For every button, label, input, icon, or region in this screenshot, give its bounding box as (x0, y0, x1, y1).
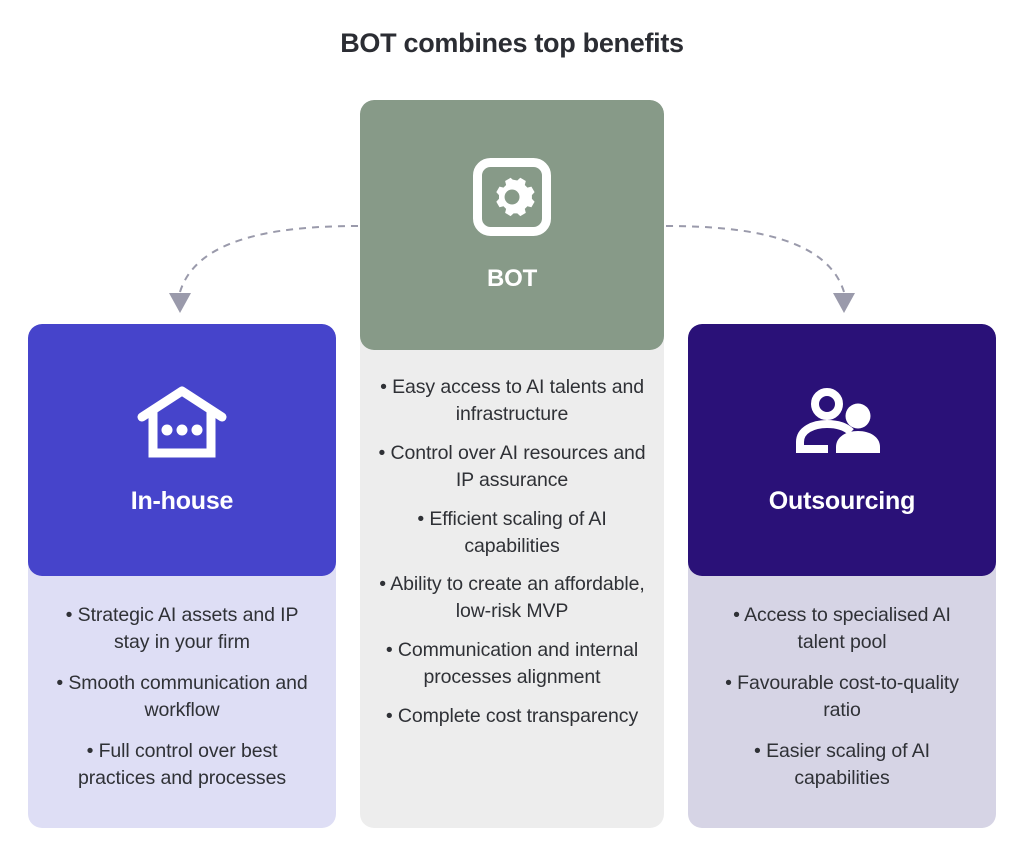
list-item: • Favourable cost-to-quality ratio (725, 671, 959, 721)
list-item: • Ability to create an affordable, low-r… (379, 573, 645, 623)
house-icon (136, 385, 228, 461)
card-outsourcing-bullets: • Access to specialised AI talent pool •… (688, 576, 996, 791)
arrow-bot-to-inhouse-path (179, 225, 359, 293)
list-item: • Full control over best practices and p… (78, 739, 286, 789)
arrow-bot-to-outsourcing-head (833, 293, 855, 313)
card-bot-label: BOT (486, 265, 538, 292)
card-outsourcing-header: Outsourcing (688, 324, 996, 576)
list-item: • Efficient scaling of AI capabilities (417, 507, 607, 557)
card-inhouse-header: In-house (28, 324, 336, 576)
card-outsourcing[interactable]: Outsourcing • Access to specialised AI t… (688, 324, 996, 828)
arrow-bot-to-inhouse-head (169, 293, 191, 313)
card-outsourcing-label: Outsourcing (768, 486, 916, 515)
arrow-bot-to-outsourcing-path (665, 225, 845, 293)
list-item: • Easier scaling of AI capabilities (754, 739, 930, 789)
gear-in-square-icon (472, 157, 552, 237)
card-bot[interactable]: BOT • Easy access to AI talents and infr… (360, 100, 664, 828)
page-title: BOT combines top benefits (340, 28, 684, 58)
two-people-icon (794, 385, 890, 461)
card-inhouse[interactable]: In-house • Strategic AI assets and IP st… (28, 324, 336, 828)
list-item: • Access to specialised AI talent pool (733, 604, 951, 653)
card-bot-header: BOT (360, 100, 664, 350)
list-item: • Communication and internal processes a… (385, 639, 639, 689)
list-item: • Complete cost transparency (385, 705, 639, 728)
card-inhouse-label: In-house (130, 486, 234, 515)
card-inhouse-bullets: • Strategic AI assets and IP stay in you… (28, 576, 336, 791)
list-item: • Easy access to AI talents and infrastr… (380, 376, 644, 425)
list-item: • Control over AI resources and IP assur… (378, 441, 646, 491)
list-item: • Smooth communication and workflow (56, 671, 308, 721)
list-item: • Strategic AI assets and IP stay in you… (65, 604, 299, 653)
card-bot-bullets: • Easy access to AI talents and infrastr… (360, 350, 664, 730)
